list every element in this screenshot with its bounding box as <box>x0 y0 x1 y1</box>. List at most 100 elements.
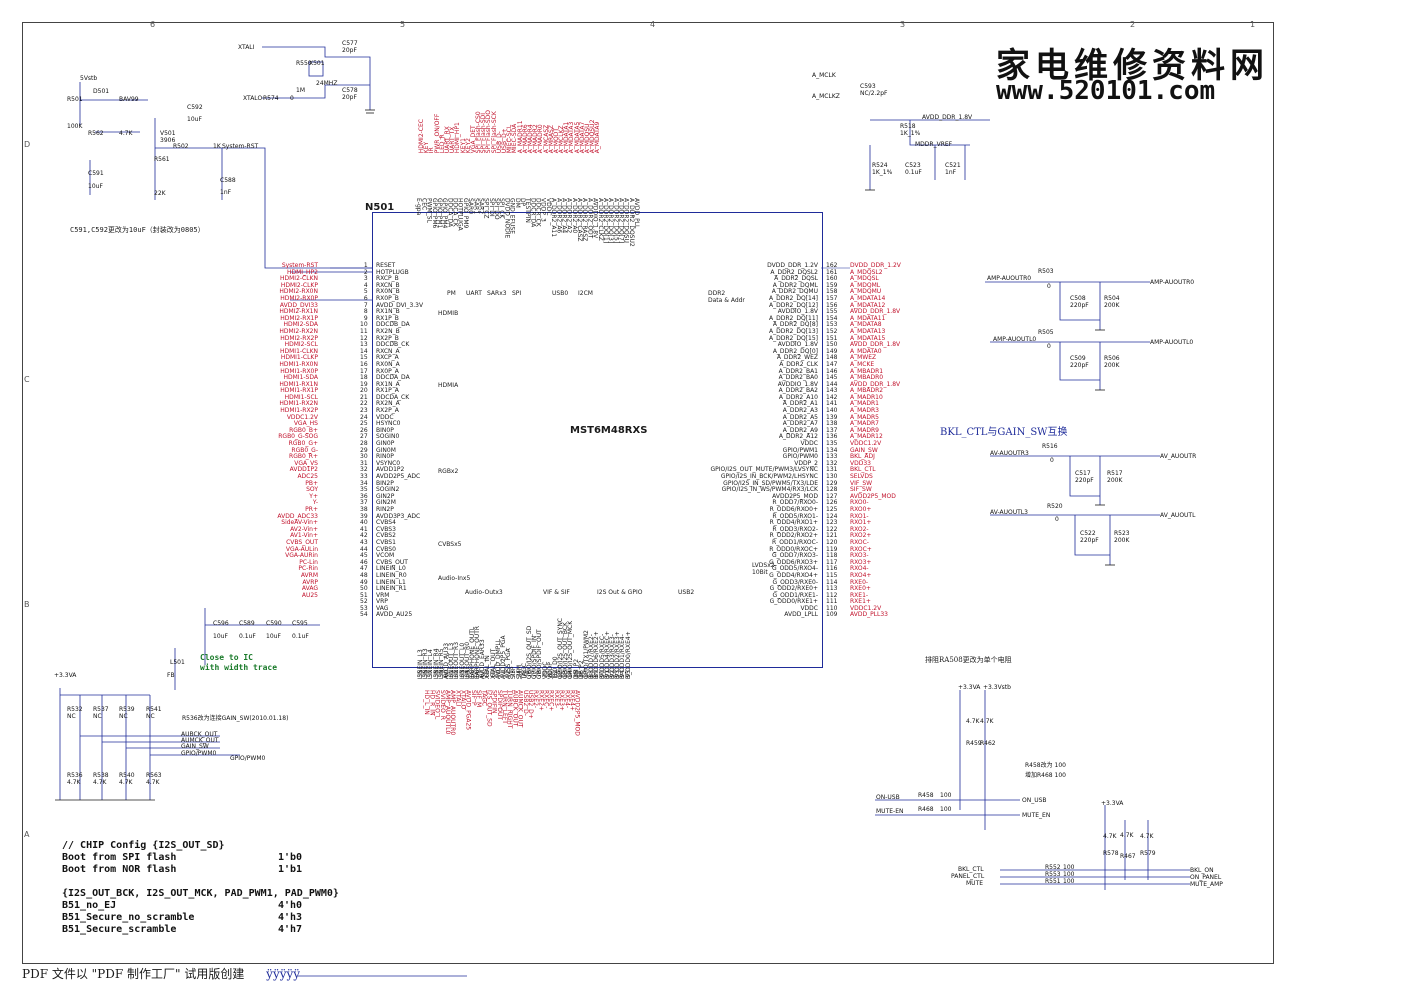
net-label: VGA_HS <box>293 420 318 428</box>
link-from: BKL_CTL <box>958 866 984 873</box>
net-label: RXE3- <box>552 690 560 709</box>
r467-ref: R467 <box>1120 853 1136 860</box>
block-label: CVBSx5 <box>438 541 462 548</box>
pin-number: 29 <box>360 446 368 454</box>
pin-number: 26 <box>360 426 368 434</box>
link-from: PANEL_CTL <box>951 873 985 880</box>
block-label: Audio-Inx5 <box>438 575 471 582</box>
pin-name: A_DDR2_DQ[5] <box>612 198 620 244</box>
pin-name: G_ODD3/RXE0- <box>772 578 818 586</box>
pin-name: A_DDR2_BA0 <box>778 374 818 382</box>
pin-number: 124 <box>826 512 838 520</box>
link-value: 100 <box>1063 878 1075 885</box>
net-label: A_MDQSL <box>850 275 879 283</box>
pin-number: 116 <box>826 565 838 573</box>
pin-number: 94 <box>619 670 627 678</box>
net-label: AVDD_DDR_1.8V <box>850 341 901 349</box>
pin-name: GIN2M <box>376 499 396 507</box>
r532-ref: R532 <box>67 706 83 713</box>
pin-name: G_ODD7/RXO3- <box>771 552 818 560</box>
pin-number: 20 <box>360 387 368 395</box>
block-label: USB2 <box>678 589 695 596</box>
chip-outline <box>372 212 823 668</box>
pin-number: 137 <box>826 426 838 434</box>
pin-number: 47 <box>360 565 368 573</box>
r516-ref: R516 <box>1042 443 1058 450</box>
pin-name: AVDD2P5_ADC <box>376 473 421 480</box>
pin-name: CVBS1 <box>376 538 396 546</box>
pin-name: RX0N_A <box>376 360 400 368</box>
net-label: AVRP <box>302 578 318 586</box>
pin-name: SPI_DO <box>493 198 500 220</box>
pin-number: 148 <box>826 354 838 362</box>
net-label: TURN_RIGHT <box>506 690 514 729</box>
amp-net-in: AV-AUOUTR3 <box>990 450 1029 457</box>
r578-value: 4.7K <box>1103 833 1117 840</box>
pin-number: 147 <box>826 360 838 368</box>
pin-number: 151 <box>826 334 838 342</box>
pin-name: PWM_SL <box>425 198 433 223</box>
block-label: PM <box>447 290 456 297</box>
net-label: A_MADR0 <box>537 124 545 154</box>
r506-ref: R506 <box>1104 355 1120 362</box>
r537-ref: R537 <box>93 706 109 713</box>
net-label: A_MBADR1 <box>850 367 884 375</box>
net-label: RXOC- <box>850 538 869 546</box>
pin-number: 6 <box>363 294 368 302</box>
config-value: 4'h0 <box>278 900 303 911</box>
pin-name: DVDD_NODIE <box>503 198 511 239</box>
net-label: AVDD_ADC33 <box>277 512 318 520</box>
pin-number: 133 <box>826 453 838 461</box>
r550-ref: R550 <box>296 60 312 67</box>
config-line: B51_no_EJ <box>62 900 117 911</box>
net-label: AVDD1P2 <box>289 466 318 474</box>
block-label: RGBx2 <box>438 468 459 475</box>
pin-number: 119 <box>826 545 838 553</box>
net-label: XTALO <box>459 690 467 710</box>
net-label: A_MDATA3 <box>568 121 576 154</box>
pin-name: VRM <box>376 591 390 599</box>
c588-value: 1nF <box>220 189 232 196</box>
pin-number: 9 <box>363 314 368 322</box>
r536-value: 4.7K <box>67 779 81 786</box>
pin-number: 57 <box>427 670 435 678</box>
net-label: A_MBADR2 <box>850 387 884 395</box>
r574-value: 0 <box>290 95 294 102</box>
net-label: AVDD2P5_MOD <box>573 690 581 736</box>
pin-name: RXCN_B <box>376 281 400 289</box>
link-value: 100 <box>1063 864 1075 871</box>
pin-name: BIN2P <box>376 479 394 487</box>
pin-name: A_DDR2_DQSU <box>622 198 630 243</box>
amp-net-out: AMP-AUOUTR0 <box>1150 279 1195 286</box>
pin-name: CVBS3 <box>376 525 396 533</box>
pin-name: CVBS_OUT <box>376 558 408 566</box>
c595-value: 0.1uF <box>292 633 309 640</box>
pin-name: VDDP_3 <box>539 198 547 222</box>
footer-link[interactable]: ÿÿÿÿÿ <box>266 967 301 981</box>
r550-value: 1M <box>296 87 305 94</box>
net-label: A_MDQML <box>850 281 881 289</box>
net-label: VGA-AULin <box>285 545 318 553</box>
pin-name: LINEIN_R0 <box>376 571 407 579</box>
pin-number: 41 <box>360 525 368 533</box>
pin-name: GPIO_PM1 <box>435 198 443 229</box>
link-ref: R553 <box>1045 871 1061 878</box>
net-label: MIEC-SDA <box>511 123 519 154</box>
net-label: SPDIFOUT <box>495 690 503 721</box>
net-label: PC-Lin <box>299 558 318 566</box>
r537-value: NC <box>93 713 102 720</box>
block-label: HDMIA <box>438 382 459 389</box>
r504-value: 200K <box>1104 302 1120 309</box>
pin-number: 158 <box>826 288 838 296</box>
r561-value: 22K <box>154 190 166 197</box>
pin-name: GPIO_PM6 <box>430 198 438 229</box>
pin-number: 159 <box>826 281 838 289</box>
net-label: HDMI1-RX1N <box>279 380 318 388</box>
pin-name: GIN0M <box>376 446 396 454</box>
c509-value: 220pF <box>1070 362 1089 369</box>
link-ref: R551 <box>1045 878 1061 885</box>
ruler-number: 5 <box>400 20 406 29</box>
note-caps: C591,C592更改为10uF（封装改为0805） <box>70 226 205 234</box>
net-label: VGA_VS <box>294 459 318 467</box>
pin-name: AVDD3P3_ADC <box>376 512 421 520</box>
